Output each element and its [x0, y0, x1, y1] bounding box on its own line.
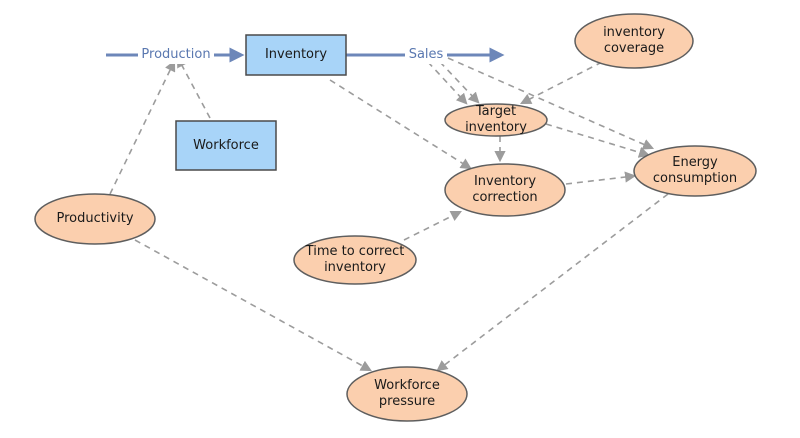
link-energy-to-workforce-pressure [436, 193, 669, 372]
workforce-pressure-node[interactable] [346, 366, 468, 422]
link-workforce-to-production [176, 56, 211, 119]
productivity-label: Productivity [56, 211, 134, 226]
inventory-correction-node[interactable] [444, 163, 566, 217]
time-to-correct-label: Time to correct inventory [305, 244, 405, 275]
energy-consumption-label: Energy consumption [652, 155, 738, 186]
link-coverage-to-target-inventory [520, 61, 603, 105]
workforce-stock-label: Workforce [193, 137, 259, 153]
link-sales-to-target-inventory-b [439, 61, 480, 104]
workforce-pressure-label: Workforce pressure [374, 378, 440, 409]
link-correction-to-energy [565, 171, 637, 185]
inventory-coverage-label: inventory coverage [603, 25, 665, 56]
link-productivity-to-workforce-pressure [134, 239, 372, 372]
link-productivity-to-production [109, 59, 176, 195]
workforce-stock-box[interactable] [175, 120, 277, 171]
energy-consumption-node[interactable] [633, 145, 757, 197]
sales-flow-label: Sales [405, 46, 447, 64]
link-target-to-energy [545, 123, 651, 158]
link-inventory-to-correction [329, 79, 472, 170]
target-inventory-node[interactable] [444, 103, 548, 137]
inventory-stock-box[interactable] [245, 34, 347, 76]
time-to-correct-node[interactable] [293, 235, 417, 285]
productivity-node[interactable] [34, 193, 156, 245]
production-flow-label: Production [138, 46, 214, 64]
target-inventory-label: Target inventory [465, 104, 527, 135]
link-sales-to-target-inventory-a [427, 61, 468, 105]
link-sales-to-energy-consumption [447, 57, 655, 150]
inventory-stock-label: Inventory [264, 47, 328, 62]
inventory-coverage-node[interactable] [574, 13, 694, 69]
inventory-correction-label: Inventory correction [472, 174, 538, 205]
link-time-to-correction [403, 210, 463, 241]
